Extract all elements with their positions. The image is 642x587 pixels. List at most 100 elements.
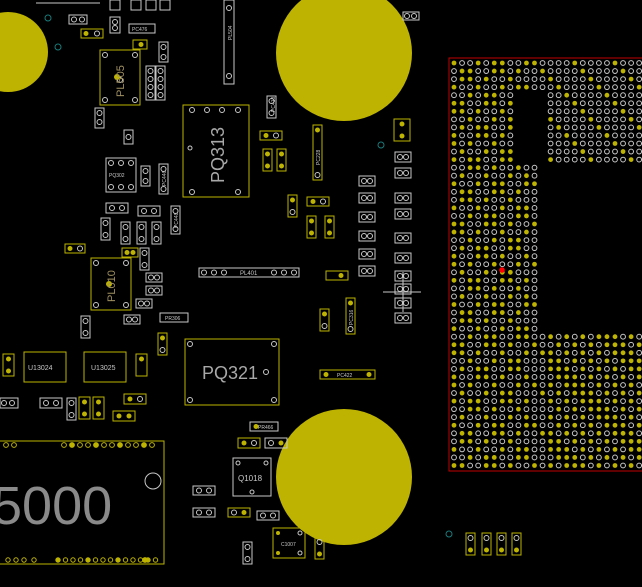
bga-ball — [459, 100, 465, 106]
bga-ball — [491, 269, 498, 276]
bga-ball — [459, 164, 465, 171]
pq302-cluster — [100, 157, 181, 245]
bga-ball — [523, 430, 530, 437]
bga-ball — [507, 374, 514, 380]
bga-ball — [451, 213, 457, 219]
bga-ball — [515, 438, 522, 445]
bga-ball — [499, 149, 505, 154]
bga-ball — [459, 294, 465, 299]
bga-ball — [636, 462, 642, 469]
bga-ball — [604, 133, 610, 138]
bga-ball — [548, 438, 553, 444]
bga-ball — [483, 463, 489, 468]
bga-ball — [587, 84, 594, 91]
bga-ball — [499, 189, 505, 195]
bga-ball — [483, 76, 489, 82]
bga-ball — [524, 229, 529, 235]
module-pin — [55, 557, 61, 563]
bga-ball — [515, 422, 522, 429]
bga-ball — [531, 245, 538, 252]
bga-ball — [604, 84, 610, 91]
bga-ball — [531, 84, 538, 91]
bga-ball — [459, 132, 465, 139]
bga-ball — [587, 148, 594, 155]
bga-ball — [459, 189, 465, 195]
bga-ball — [556, 390, 562, 396]
bga-ball — [483, 398, 490, 405]
bga-ball — [507, 277, 513, 283]
module-pin — [61, 442, 67, 448]
module-pin — [107, 557, 114, 563]
bga-ball — [555, 60, 562, 66]
module-pin — [11, 442, 17, 448]
bga-ball — [491, 277, 498, 284]
bga-ball — [620, 60, 626, 66]
bga-ball — [548, 350, 553, 356]
bga-ball — [636, 398, 642, 404]
bga-ball — [523, 285, 530, 292]
bga-ball — [507, 157, 513, 163]
bga-ball — [579, 357, 586, 364]
bga-ball — [636, 447, 642, 452]
bga-ball — [507, 261, 514, 268]
bga-ball — [451, 141, 457, 146]
label-q1018: Q1018 — [238, 474, 263, 483]
bga-ball — [483, 116, 490, 123]
bga-ball — [596, 447, 602, 452]
bga-ball — [612, 350, 618, 356]
bga-ball — [451, 84, 457, 90]
bga-ball — [548, 76, 553, 82]
bga-ball — [499, 350, 505, 356]
bga-ball — [604, 92, 610, 98]
bga-ball — [580, 334, 586, 340]
label-pc316: PC316 — [349, 309, 355, 325]
bga-ball — [475, 100, 482, 107]
label-pc446: PC446 — [162, 170, 168, 186]
bga-ball — [491, 165, 497, 171]
bga-ball — [588, 438, 594, 444]
bga-ball — [499, 293, 506, 300]
bga-ball — [620, 422, 626, 428]
bga-ball — [612, 116, 618, 123]
bga-ball — [580, 390, 586, 396]
bga-ball — [483, 357, 490, 364]
bga-ball — [636, 148, 642, 155]
bga-ball — [587, 333, 594, 340]
bga-ball — [588, 157, 594, 163]
bga-ball — [523, 357, 530, 364]
bga-ball — [628, 374, 634, 380]
bga-ball — [475, 221, 482, 227]
module-pin — [141, 442, 147, 448]
bga-ball — [636, 430, 642, 437]
bga-ball — [516, 358, 521, 364]
bga-ball — [596, 148, 602, 155]
bga-ball — [548, 463, 553, 468]
bga-ball — [491, 68, 497, 74]
bga-ball — [636, 422, 642, 428]
bga-ball — [604, 358, 610, 364]
bga-ball — [596, 463, 602, 468]
bga-ball — [636, 125, 642, 130]
bga-ball — [507, 76, 513, 82]
bga-ball — [596, 382, 602, 388]
bga-ball — [507, 237, 513, 243]
bga-ball — [587, 430, 594, 437]
module-pin — [149, 442, 155, 448]
bga-ball — [491, 245, 498, 252]
bga-ball — [507, 294, 513, 299]
bga-ball — [588, 390, 594, 396]
bga-ball — [483, 60, 490, 66]
bga-ball — [475, 140, 482, 147]
bga-ball — [547, 124, 554, 131]
bga-ball — [459, 454, 465, 461]
bga-ball — [499, 406, 506, 413]
bga-ball — [547, 406, 554, 413]
bga-ball — [531, 446, 538, 453]
bga-ball — [548, 430, 553, 436]
bga-ball — [515, 462, 522, 469]
bga-ball — [515, 390, 522, 396]
bga-ball — [524, 60, 529, 66]
bga-ball — [451, 205, 457, 211]
